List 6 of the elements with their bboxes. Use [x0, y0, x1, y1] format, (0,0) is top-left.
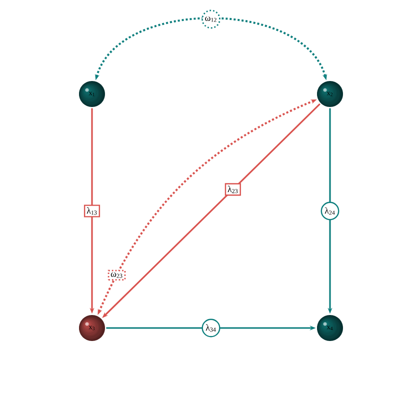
edge-label: ω$_{12}$	[202, 10, 220, 29]
edge-label: λ$_{13}$	[84, 204, 100, 218]
edge-label: λ$_{34}$	[202, 318, 220, 338]
edge-label: λ$_{24}$	[320, 202, 340, 220]
edge-label: λ$_{23}$	[224, 183, 241, 196]
edge-label: ω$_{23}$	[108, 270, 126, 281]
